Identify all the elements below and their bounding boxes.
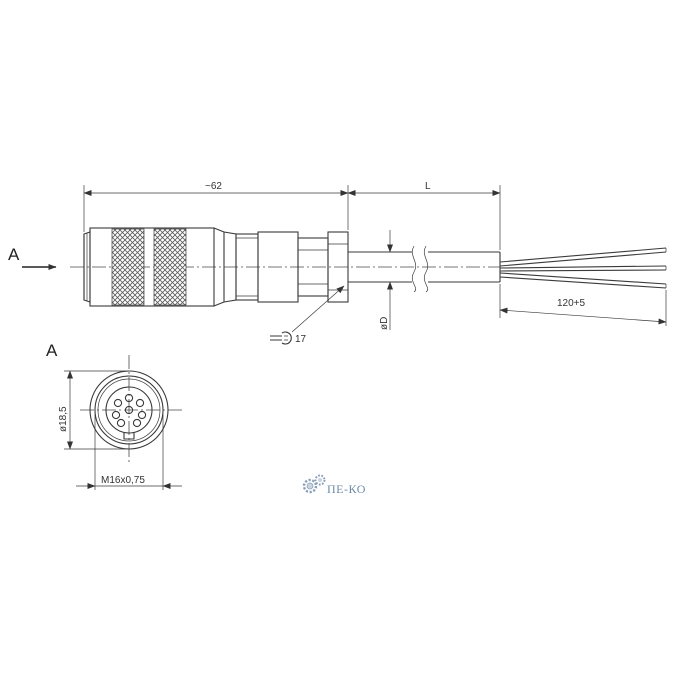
dimension-thread: M16x0,75	[76, 414, 182, 490]
dimension-cable-diameter: øD	[379, 230, 393, 330]
cable-nut	[297, 231, 349, 303]
logo-text: ПЕ-КО	[327, 482, 366, 496]
dimension-cable-length: L	[347, 181, 501, 250]
pin	[111, 410, 121, 420]
body-length-label: ~62	[205, 181, 222, 192]
pin	[113, 398, 123, 408]
dimension-wire-strip-length: 120+5	[499, 284, 667, 326]
knurl-band-2	[153, 228, 187, 306]
knurl-band-1	[111, 228, 145, 306]
wrench-size-label: 17	[295, 334, 307, 345]
stripped-wires	[499, 247, 667, 289]
side-view: A	[8, 181, 667, 345]
wrench-icon	[270, 331, 292, 345]
gear-icon	[302, 474, 326, 494]
front-view: A ø18,5	[46, 341, 182, 490]
insert-ring	[105, 386, 153, 434]
section-label: A	[46, 341, 58, 360]
pin	[135, 398, 145, 408]
cable-break-mark	[411, 245, 417, 293]
front-diameter-label: ø18,5	[58, 406, 69, 432]
pin	[124, 405, 134, 415]
pin	[137, 410, 147, 420]
key-notch	[123, 433, 135, 440]
wire-strip-length-label: 120+5	[557, 298, 586, 309]
wrench-callout: 17	[270, 285, 345, 345]
knurled-housing	[89, 227, 215, 307]
dimension-body-length: ~62	[83, 181, 349, 232]
pin	[132, 418, 142, 428]
logo: ПЕ-КО	[302, 474, 366, 496]
contact-pins	[111, 393, 147, 428]
connector-front-shell	[83, 230, 91, 304]
thread-label: M16x0,75	[101, 475, 145, 486]
view-arrow-label: A	[8, 245, 20, 264]
cable-diameter-label: øD	[379, 317, 390, 330]
pin	[124, 393, 134, 403]
outer-ring	[89, 370, 169, 450]
pin	[116, 418, 126, 428]
cable	[348, 245, 501, 293]
cable-length-label: L	[425, 181, 431, 192]
thread-ring	[94, 375, 164, 445]
